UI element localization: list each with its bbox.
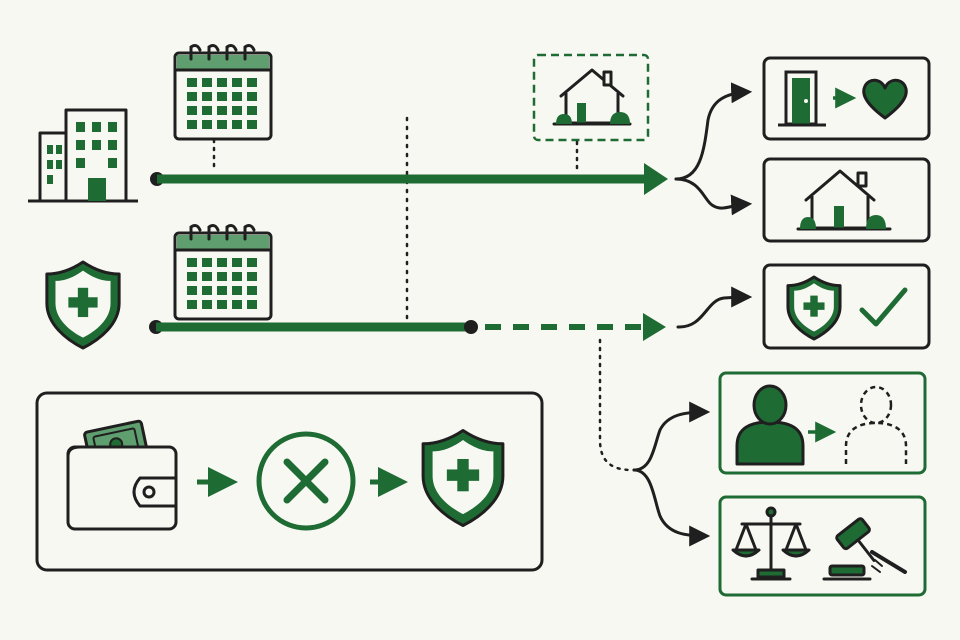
- gavel-icon: [822, 517, 907, 581]
- process-box: [35, 391, 544, 572]
- calendar-ring: [207, 44, 220, 61]
- outcome-box-person: [718, 371, 927, 475]
- calendar-day-cell: [247, 120, 257, 129]
- scales-of-justice-icon: [731, 506, 811, 581]
- person-icon: [735, 384, 805, 466]
- calendar-day-cell: [202, 78, 212, 87]
- house-icon: [796, 169, 892, 231]
- calendar-day-cell: [217, 78, 227, 87]
- outcome-box-justice: [718, 495, 927, 597]
- calendar-ring: [225, 44, 238, 61]
- calendar-day-cell: [217, 106, 227, 115]
- dashed-person-icon: [844, 385, 908, 464]
- calendar-day-cell: [232, 78, 242, 87]
- calendar-day-cell: [232, 272, 242, 281]
- calendar-day-cell: [202, 286, 212, 295]
- calendar-day-cell: [187, 120, 197, 129]
- shield-plus-icon: [786, 275, 842, 341]
- calendar-day-cell: [187, 106, 197, 115]
- calendar-day-cell: [247, 286, 257, 295]
- calendar-day-cell: [247, 106, 257, 115]
- shield-plus-icon: [421, 429, 505, 527]
- shield-plus-icon: [45, 260, 121, 350]
- calendar-day-cell: [187, 300, 197, 309]
- calendar-day-cell: [232, 300, 242, 309]
- calendar-ring: [189, 224, 202, 241]
- checkmark-icon: [859, 287, 908, 327]
- outcome-arrow-2: [676, 286, 753, 329]
- house-dashed-box: [532, 53, 650, 142]
- calendar-day-cell: [202, 300, 212, 309]
- calendar-day-cell: [247, 258, 257, 267]
- calendar-day-cell: [217, 92, 227, 101]
- house-icon: [552, 68, 632, 126]
- outcome-box-shield-check: [762, 263, 931, 350]
- calendar-day-cell: [217, 272, 227, 281]
- calendar-day-cell: [202, 272, 212, 281]
- calendar-day-cell: [202, 120, 212, 129]
- timeline-1: [150, 163, 668, 195]
- timeline-2: [149, 313, 666, 341]
- heart-icon: [862, 78, 908, 120]
- calendar-icon: [173, 44, 273, 141]
- outcome-box-house: [762, 157, 931, 243]
- calendar-day-cell: [247, 78, 257, 87]
- calendar-day-cell: [247, 300, 257, 309]
- calendar-day-cell: [187, 286, 197, 295]
- calendar-day-cell: [232, 106, 242, 115]
- calendar-day-cell: [217, 286, 227, 295]
- calendar-ring: [243, 224, 256, 241]
- calendar-day-cell: [247, 272, 257, 281]
- calendar-ring: [207, 224, 220, 241]
- calendar-day-cell: [232, 92, 242, 101]
- calendar-day-cell: [202, 106, 212, 115]
- calendar-day-cell: [202, 258, 212, 267]
- calendar-day-cell: [232, 258, 242, 267]
- dotted-branch: [598, 338, 634, 472]
- calendar-ring: [225, 224, 238, 241]
- calendar-day-cell: [217, 120, 227, 129]
- calendar-day-cell: [187, 258, 197, 267]
- calendar-ring: [243, 44, 256, 61]
- wallet-icon: [66, 419, 178, 531]
- calendar-ring: [189, 44, 202, 61]
- calendar-day-cell: [217, 300, 227, 309]
- calendar-day-cell: [202, 92, 212, 101]
- outcome-box-door-heart: [762, 56, 931, 141]
- building-icon: [28, 108, 138, 203]
- fork-arrows-1: [674, 82, 753, 216]
- calendar-day-cell: [232, 286, 242, 295]
- calendar-day-cell: [232, 120, 242, 129]
- x-circle-icon: [256, 431, 356, 531]
- fork-arrows-2: [632, 401, 711, 547]
- calendar-day-cell: [247, 92, 257, 101]
- calendar-day-cell: [187, 78, 197, 87]
- calendar-day-cell: [187, 92, 197, 101]
- door-icon: [778, 70, 826, 127]
- calendar-icon: [173, 224, 273, 321]
- calendar-day-cell: [187, 272, 197, 281]
- calendar-day-cell: [217, 258, 227, 267]
